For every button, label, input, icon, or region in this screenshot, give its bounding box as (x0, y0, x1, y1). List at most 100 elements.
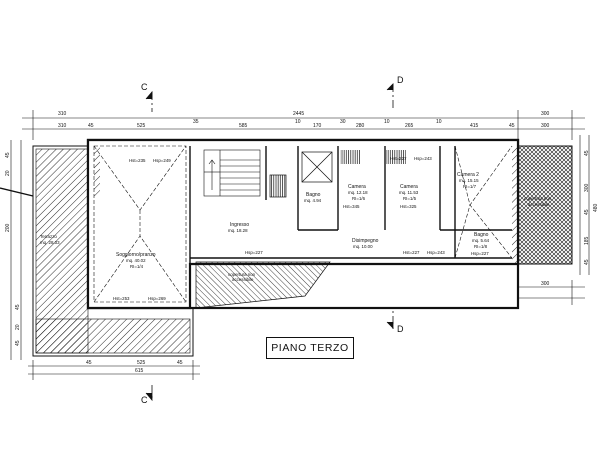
svg-text:Hsp=269: Hsp=269 (148, 296, 166, 301)
svg-text:170: 170 (313, 123, 322, 129)
svg-text:10: 10 (295, 119, 301, 125)
label-soggiorno: Soggiorno/pranzo mq. 40.02 RI=1/4 (116, 252, 156, 269)
label-bagno-1: Bagno mq. 4.94 (304, 192, 322, 203)
roof-lines-right (454, 145, 513, 259)
svg-text:480: 480 (593, 203, 599, 212)
shaft-symbol (269, 151, 333, 198)
dim-top-left: 310 (58, 111, 67, 117)
label-camera-1: Camera mq. 12.18 RI=1/6 (348, 184, 368, 201)
svg-text:10: 10 (384, 119, 390, 125)
section-mark-d-bottom: D (397, 324, 404, 334)
svg-text:mq. 10.00: mq. 10.00 (353, 244, 373, 249)
svg-text:45: 45 (88, 123, 94, 129)
svg-text:Bagno: Bagno (474, 232, 489, 238)
dim-top-total: 2445 (293, 111, 304, 117)
svg-text:20: 20 (15, 324, 21, 330)
svg-text:Disimpegno: Disimpegno (352, 238, 379, 244)
svg-text:Hsp=227: Hsp=227 (245, 250, 263, 255)
svg-text:45: 45 (15, 340, 21, 346)
svg-text:525: 525 (137, 123, 146, 129)
svg-text:10: 10 (436, 119, 442, 125)
svg-text:copertura non: copertura non (524, 196, 552, 201)
label-terrazzo: Terrazzo mq. 28.33 (40, 234, 60, 245)
svg-text:RI=1/4: RI=1/4 (130, 264, 144, 269)
label-hsp-bagno-2: Hsp=227 (471, 251, 489, 256)
svg-text:accessibile: accessibile (232, 277, 254, 282)
svg-text:mq. 18.28: mq. 18.28 (228, 228, 248, 233)
staircase (203, 149, 261, 197)
dim-bottom-total: 615 (135, 368, 144, 374)
svg-text:45: 45 (5, 152, 11, 158)
svg-text:35: 35 (193, 119, 199, 125)
roof-lines-living (93, 145, 187, 303)
svg-text:Hsp=227: Hsp=227 (471, 251, 489, 256)
label-bagno-2: Bagno mq. 5.64 RI=1/8 (472, 232, 490, 249)
roof-non-accessible (195, 261, 331, 309)
label-copertura-left: copertura non accessibile (228, 272, 256, 282)
balcony-line (0, 187, 34, 197)
svg-text:RI=1/5: RI=1/5 (403, 196, 417, 201)
terrace-left (32, 145, 194, 357)
svg-text:300: 300 (541, 123, 550, 129)
svg-text:20: 20 (5, 170, 11, 176)
svg-text:Hsp=243: Hsp=243 (427, 250, 445, 255)
svg-text:45: 45 (86, 360, 92, 366)
dimension-lines-left (10, 140, 22, 360)
section-mark-c-top: C (141, 82, 148, 92)
label-heights-living-top: Hst=235 Hsp=249 (129, 158, 171, 163)
svg-text:mq. 11.53: mq. 11.53 (399, 190, 419, 195)
svg-text:accessibile: accessibile (528, 202, 550, 207)
svg-text:30: 30 (340, 119, 346, 125)
dimension-chain-bottom: 45 525 45 (86, 360, 183, 366)
label-hst-camera-2: Hst=325 (400, 204, 417, 209)
svg-text:265: 265 (405, 123, 414, 129)
dimension-lines-right (579, 135, 590, 275)
label-heights-disimpegno: Hst=227 Hsp=243 (403, 250, 445, 255)
svg-text:Hst=227: Hst=227 (390, 156, 407, 161)
interior-walls (189, 146, 512, 264)
svg-text:mq. 12.18: mq. 12.18 (348, 190, 368, 195)
svg-text:mq. 4.94: mq. 4.94 (304, 198, 322, 203)
svg-text:45: 45 (509, 123, 515, 129)
svg-text:Bagno: Bagno (306, 192, 321, 198)
label-heights-bedrooms: Hst=227 Hsp=243 (390, 156, 432, 161)
section-mark-c-bottom: C (141, 395, 148, 405)
svg-text:RI=1/8: RI=1/8 (474, 244, 488, 249)
svg-text:525: 525 (137, 360, 146, 366)
svg-text:Camera: Camera (400, 184, 418, 190)
label-camera-2: Camera mq. 11.53 RI=1/5 (399, 184, 419, 201)
svg-text:Ingresso: Ingresso (230, 222, 249, 228)
label-disimpegno: Disimpegno mq. 10.00 (352, 238, 379, 249)
wall-fills (94, 146, 406, 196)
label-ingresso: Ingresso mq. 18.28 (228, 222, 249, 233)
svg-text:Hst=253: Hst=253 (113, 296, 130, 301)
svg-text:200: 200 (5, 223, 11, 232)
plan-title: PIANO TERZO (266, 337, 354, 359)
svg-text:Camera: Camera (348, 184, 366, 190)
svg-text:Hsp=243: Hsp=243 (414, 156, 432, 161)
svg-text:Hst=235: Hst=235 (129, 158, 146, 163)
svg-text:Hst=325: Hst=325 (400, 204, 417, 209)
svg-text:300: 300 (541, 281, 550, 287)
svg-text:mq. 28.33: mq. 28.33 (40, 240, 60, 245)
section-mark-d-top: D (397, 75, 404, 85)
svg-text:300: 300 (584, 183, 590, 192)
label-hsp-ingresso: Hsp=227 (245, 250, 263, 255)
svg-text:copertura non: copertura non (228, 272, 256, 277)
terrace-right (517, 145, 573, 265)
svg-text:Hst=345: Hst=345 (343, 204, 360, 209)
svg-text:280: 280 (356, 123, 365, 129)
svg-text:RI=1/6: RI=1/6 (352, 196, 366, 201)
svg-text:45: 45 (177, 360, 183, 366)
svg-text:185: 185 (584, 236, 590, 245)
svg-text:Hsp=249: Hsp=249 (153, 158, 171, 163)
svg-text:310: 310 (58, 123, 67, 129)
dimension-chain-right: 45 300 480 45 185 45 (584, 150, 599, 265)
svg-text:mq. 40.02: mq. 40.02 (126, 258, 146, 263)
dimension-lines-top (22, 110, 585, 140)
dim-top-right: 300 (541, 111, 550, 117)
wall-strip-right (512, 146, 518, 264)
svg-text:45: 45 (584, 259, 590, 265)
svg-text:mq. 15.15: mq. 15.15 (459, 178, 479, 183)
